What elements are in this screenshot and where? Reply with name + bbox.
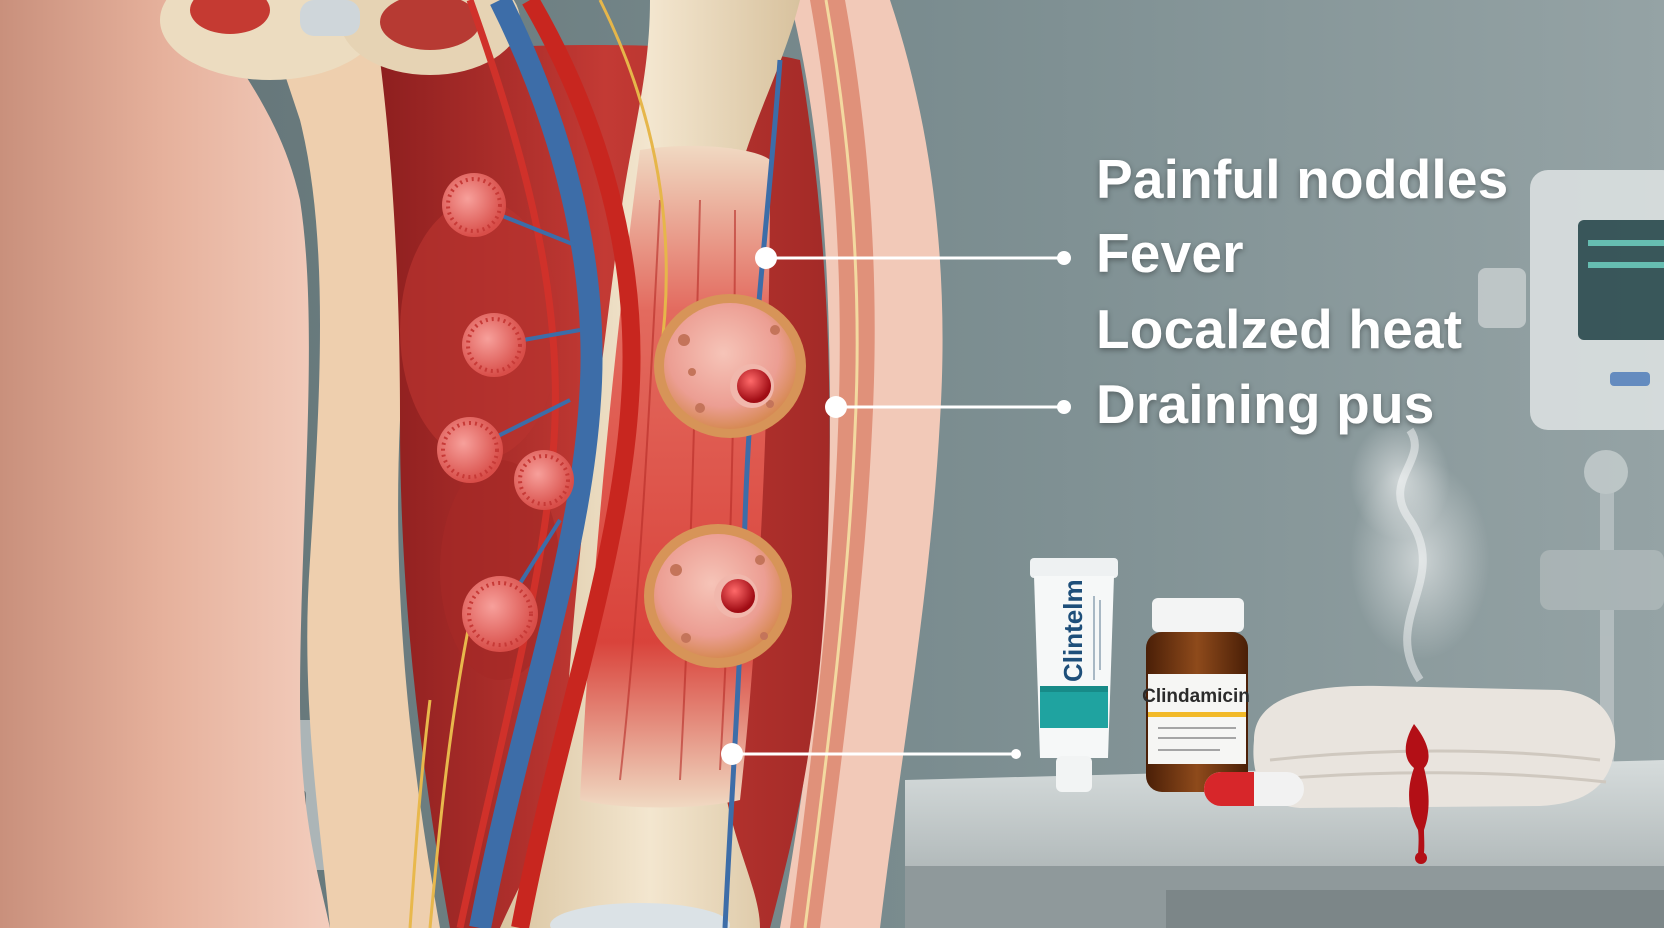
knee-joint — [550, 903, 730, 928]
lymph-node — [462, 313, 526, 377]
monitor-device — [1478, 170, 1664, 430]
pointer-line — [825, 396, 1071, 418]
blood-drip — [1405, 724, 1429, 862]
fascia-line — [803, 0, 859, 928]
abscess-lesion — [644, 524, 792, 668]
lymph-nodes — [437, 173, 581, 652]
warm-compress-towel — [1253, 685, 1616, 808]
pointer-line — [721, 743, 1021, 765]
muscle-fibers — [619, 199, 736, 781]
small-vein — [722, 59, 783, 928]
symptom-label-localized-heat: Localzed heat — [1096, 298, 1463, 360]
steam — [1350, 420, 1490, 683]
symptom-label-fever: Fever — [1096, 222, 1244, 284]
blood-drop — [1415, 852, 1427, 864]
tube-brand-label: Clintelm — [1058, 579, 1088, 682]
outer-skin — [0, 0, 330, 928]
lymph-node — [442, 173, 506, 237]
lymph-node — [462, 576, 538, 652]
symptom-label-draining-pus: Draining pus — [1096, 373, 1435, 435]
abscess-lesion — [654, 294, 806, 438]
bottle-label: Clindamicin — [1142, 686, 1250, 707]
nerve — [408, 619, 472, 928]
lymph-node — [437, 417, 503, 483]
subcutaneous-layer — [260, 0, 440, 928]
artery-branch — [456, 0, 559, 928]
nerve — [598, 0, 668, 361]
lymph-node — [514, 450, 574, 510]
symptom-label-painful-nodules: Painful noddles — [1096, 148, 1509, 210]
ointment-tube: Clintelm — [1030, 558, 1118, 792]
artery — [511, 0, 641, 928]
pointer-line — [755, 247, 1071, 269]
vein — [469, 0, 603, 928]
antibiotic-capsule — [1204, 772, 1304, 806]
clindamycin-bottle: Clindamicin — [1142, 598, 1250, 792]
